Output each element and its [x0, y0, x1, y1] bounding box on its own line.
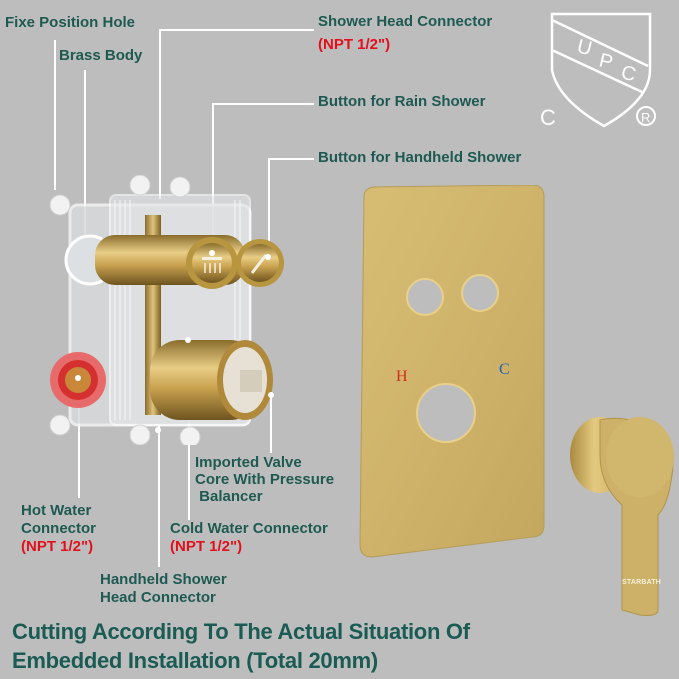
label-rain-button: Button for Rain Shower	[318, 93, 486, 110]
leader-line-brass-body	[84, 70, 86, 240]
label-valve-core-1: Imported Valve	[195, 454, 302, 471]
rain-shower-icon	[202, 257, 222, 260]
handle-lever	[570, 417, 674, 616]
leader-line-shower-head-v	[159, 29, 161, 199]
svg-text:C: C	[540, 105, 556, 130]
label-shower-head-connector: Shower Head Connector	[318, 13, 493, 30]
leader-line-rain-h	[212, 103, 314, 105]
label-hot-water-spec: (NPT 1/2")	[21, 538, 94, 555]
label-handheld-button: Button for Handheld Shower	[318, 149, 522, 166]
leader-line-handheld-conn	[158, 425, 160, 567]
label-valve-core-2: Core With Pressure	[195, 471, 335, 488]
leader-line-valve-core	[270, 395, 272, 453]
label-fix-position-hole: Fixe Position Hole	[5, 14, 136, 31]
label-shower-head-spec: (NPT 1/2")	[318, 36, 391, 53]
label-hot-water-1: Hot Water	[21, 502, 92, 519]
svg-text:U: U	[575, 36, 594, 61]
leader-line-hot	[78, 380, 80, 498]
label-handheld-connector-2: Head Connector	[100, 589, 216, 606]
caption-line-1: Cutting According To The Actual Situatio…	[12, 619, 470, 644]
leader-line-fix-hole	[54, 40, 56, 190]
handheld-shower-icon	[250, 254, 268, 274]
svg-text:P: P	[597, 50, 615, 75]
label-cold-water-spec: (NPT 1/2")	[170, 538, 243, 555]
hot-mark: H	[396, 368, 408, 385]
svg-text:C: C	[619, 62, 638, 87]
handle-brand-logo: STARBATH	[622, 579, 662, 586]
label-hot-water-2: Connector	[21, 520, 96, 537]
trim-plate	[359, 185, 545, 558]
upc-certification-badge: U P C C R	[540, 12, 656, 130]
leader-line-handheld-v	[268, 158, 270, 258]
caption-line-2: Embedded Installation (Total 20mm)	[12, 648, 378, 673]
installation-caption: Cutting According To The Actual Situatio…	[12, 617, 470, 675]
leader-line-shower-head-h	[159, 29, 314, 31]
label-handheld-connector-1: Handheld Shower	[100, 571, 227, 588]
label-cold-water: Cold Water Connector	[170, 520, 328, 537]
leader-line-rain-v	[212, 103, 214, 253]
leader-line-handheld-h	[268, 158, 314, 160]
svg-text:R: R	[641, 110, 650, 125]
label-brass-body: Brass Body	[59, 47, 143, 64]
label-valve-core-3: Balancer	[195, 488, 263, 505]
rough-in-valve-illustration	[49, 175, 284, 445]
cold-mark: C	[499, 361, 510, 378]
